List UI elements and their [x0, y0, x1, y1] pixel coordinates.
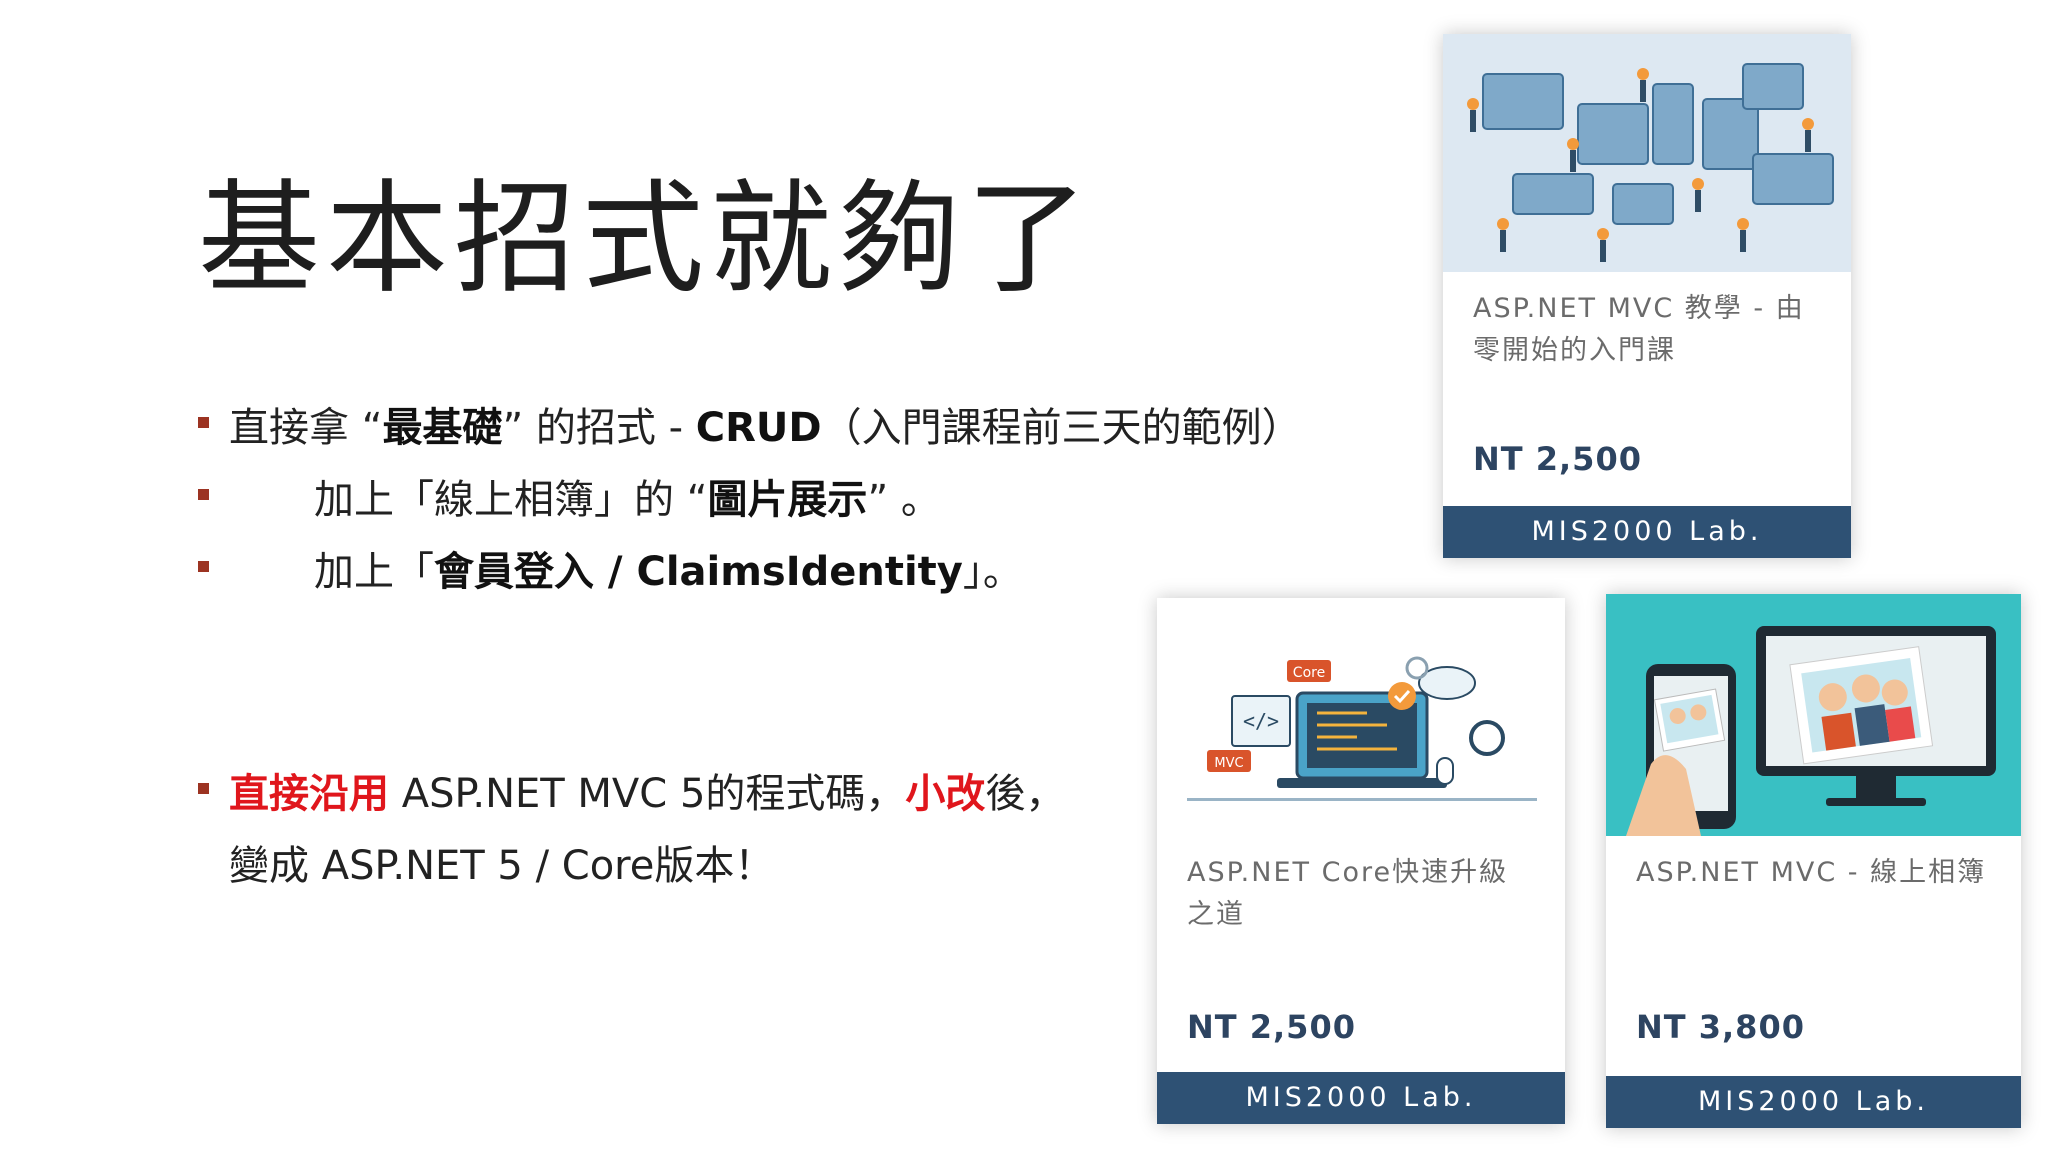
bullet-bold: CRUD	[695, 405, 822, 451]
photo-album-illustration-icon	[1606, 594, 2021, 836]
bullet-bold: 會員登入 / ClaimsIdentity	[434, 549, 963, 595]
bullet-red: 小改	[905, 771, 986, 817]
bullet-text: 變成 ASP.NET 5 / Core版本！	[229, 843, 775, 889]
course-card-photo-album[interactable]: ASP.NET MVC - 線上相簿 NT 3,800 MIS2000 Lab.	[1606, 594, 2021, 1128]
bullet-text: 後，	[985, 771, 1066, 817]
card-footer: MIS2000 Lab.	[1443, 506, 1851, 558]
bullet-marker	[198, 561, 209, 572]
bullet-text: 加上「	[314, 549, 434, 595]
bullet-marker	[198, 417, 209, 428]
card-footer: MIS2000 Lab.	[1157, 1072, 1565, 1124]
card-title: ASP.NET Core快速升級 之道	[1187, 852, 1535, 936]
bullet-text: 直接拿 “	[229, 405, 383, 451]
card-title-line: 之道	[1187, 899, 1245, 930]
course-card-core-upgrade[interactable]: </> Core MVC ASP.NET Core快速升級 之道 NT 2,50…	[1157, 598, 1565, 1124]
bullet-marker	[198, 783, 209, 794]
bullet-red: 直接沿用	[229, 771, 389, 817]
card-title: ASP.NET MVC - 線上相簿	[1636, 852, 1991, 894]
bullet-bold: 圖片展示	[707, 477, 868, 523]
card-title: ASP.NET MVC 教學 - 由 零開始的入門課	[1473, 288, 1821, 372]
card-title-line: ASP.NET Core快速升級	[1187, 857, 1509, 888]
card-title-line: 零開始的入門課	[1473, 335, 1676, 366]
bullet-text: 」。	[962, 549, 1023, 595]
mvc-label: MVC	[1214, 756, 1243, 771]
bullet-text: ASP.NET MVC 5的程式碼，	[389, 771, 906, 817]
card-price: NT 3,800	[1636, 1008, 1805, 1046]
mvc-core-laptop-illustration-icon: </> Core MVC	[1157, 598, 1565, 836]
course-card-mvc-intro[interactable]: ASP.NET MVC 教學 - 由 零開始的入門課 NT 2,500 MIS2…	[1443, 34, 1851, 558]
card-price: NT 2,500	[1187, 1008, 1356, 1046]
bullet-text: ” 的招式 -	[502, 405, 696, 451]
card-title-line: ASP.NET MVC - 線上相簿	[1636, 857, 1987, 888]
slide-title: 基本招式就夠了	[198, 168, 1094, 310]
core-label: Core	[1293, 665, 1325, 681]
card-footer: MIS2000 Lab.	[1606, 1076, 2021, 1128]
bullet-bold: 最基礎	[382, 405, 503, 451]
bullet-marker	[198, 489, 209, 500]
it-people-illustration-icon	[1443, 34, 1851, 272]
bullet-text: ” 。	[867, 477, 941, 523]
card-price: NT 2,500	[1473, 440, 1642, 478]
bullet-text: 加上「線上相簿」的 “	[314, 477, 708, 523]
bullet-text: （入門課程前三天的範例）	[821, 405, 1302, 451]
svg-text:</>: </>	[1243, 709, 1279, 733]
card-title-line: ASP.NET MVC 教學 - 由	[1473, 293, 1805, 324]
